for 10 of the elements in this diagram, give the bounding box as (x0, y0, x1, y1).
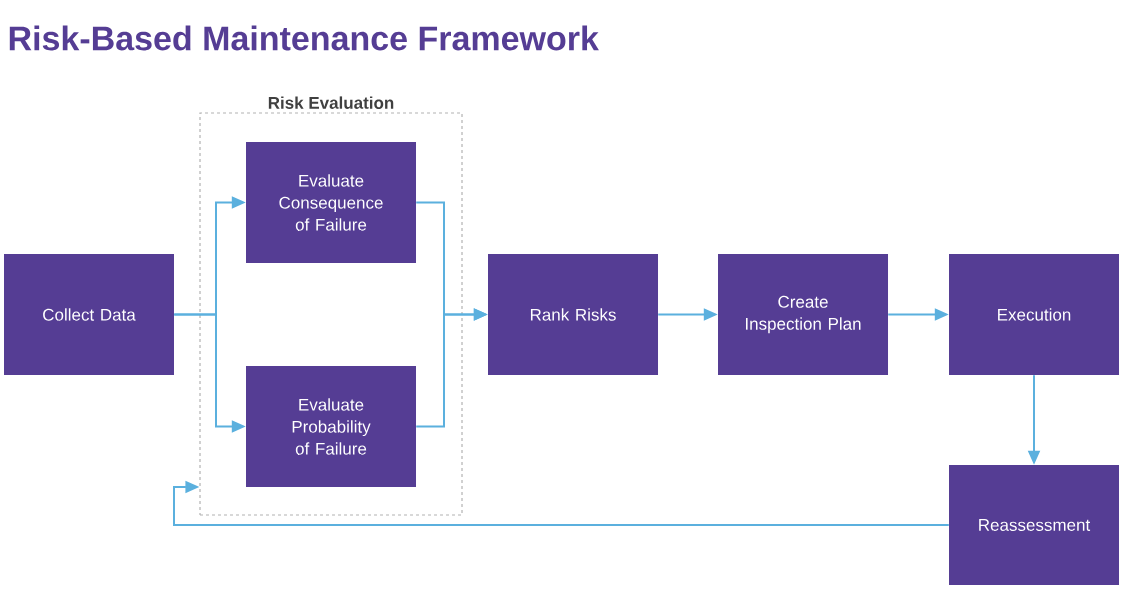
process-box: Evaluate Consequence of Failure (246, 142, 416, 263)
process-box: Evaluate Probability of Failure (246, 366, 416, 487)
process-box: Reassessment (949, 465, 1119, 585)
process-box: Create Inspection Plan (718, 254, 888, 375)
group-heading: Risk Evaluation (268, 96, 394, 109)
process-box: Collect Data (4, 254, 174, 375)
arrow (173, 480, 950, 526)
title: Risk-Based Maintenance Framework (9, 25, 599, 51)
process-box: Execution (949, 254, 1119, 375)
process-box: Rank Risks (488, 254, 658, 375)
